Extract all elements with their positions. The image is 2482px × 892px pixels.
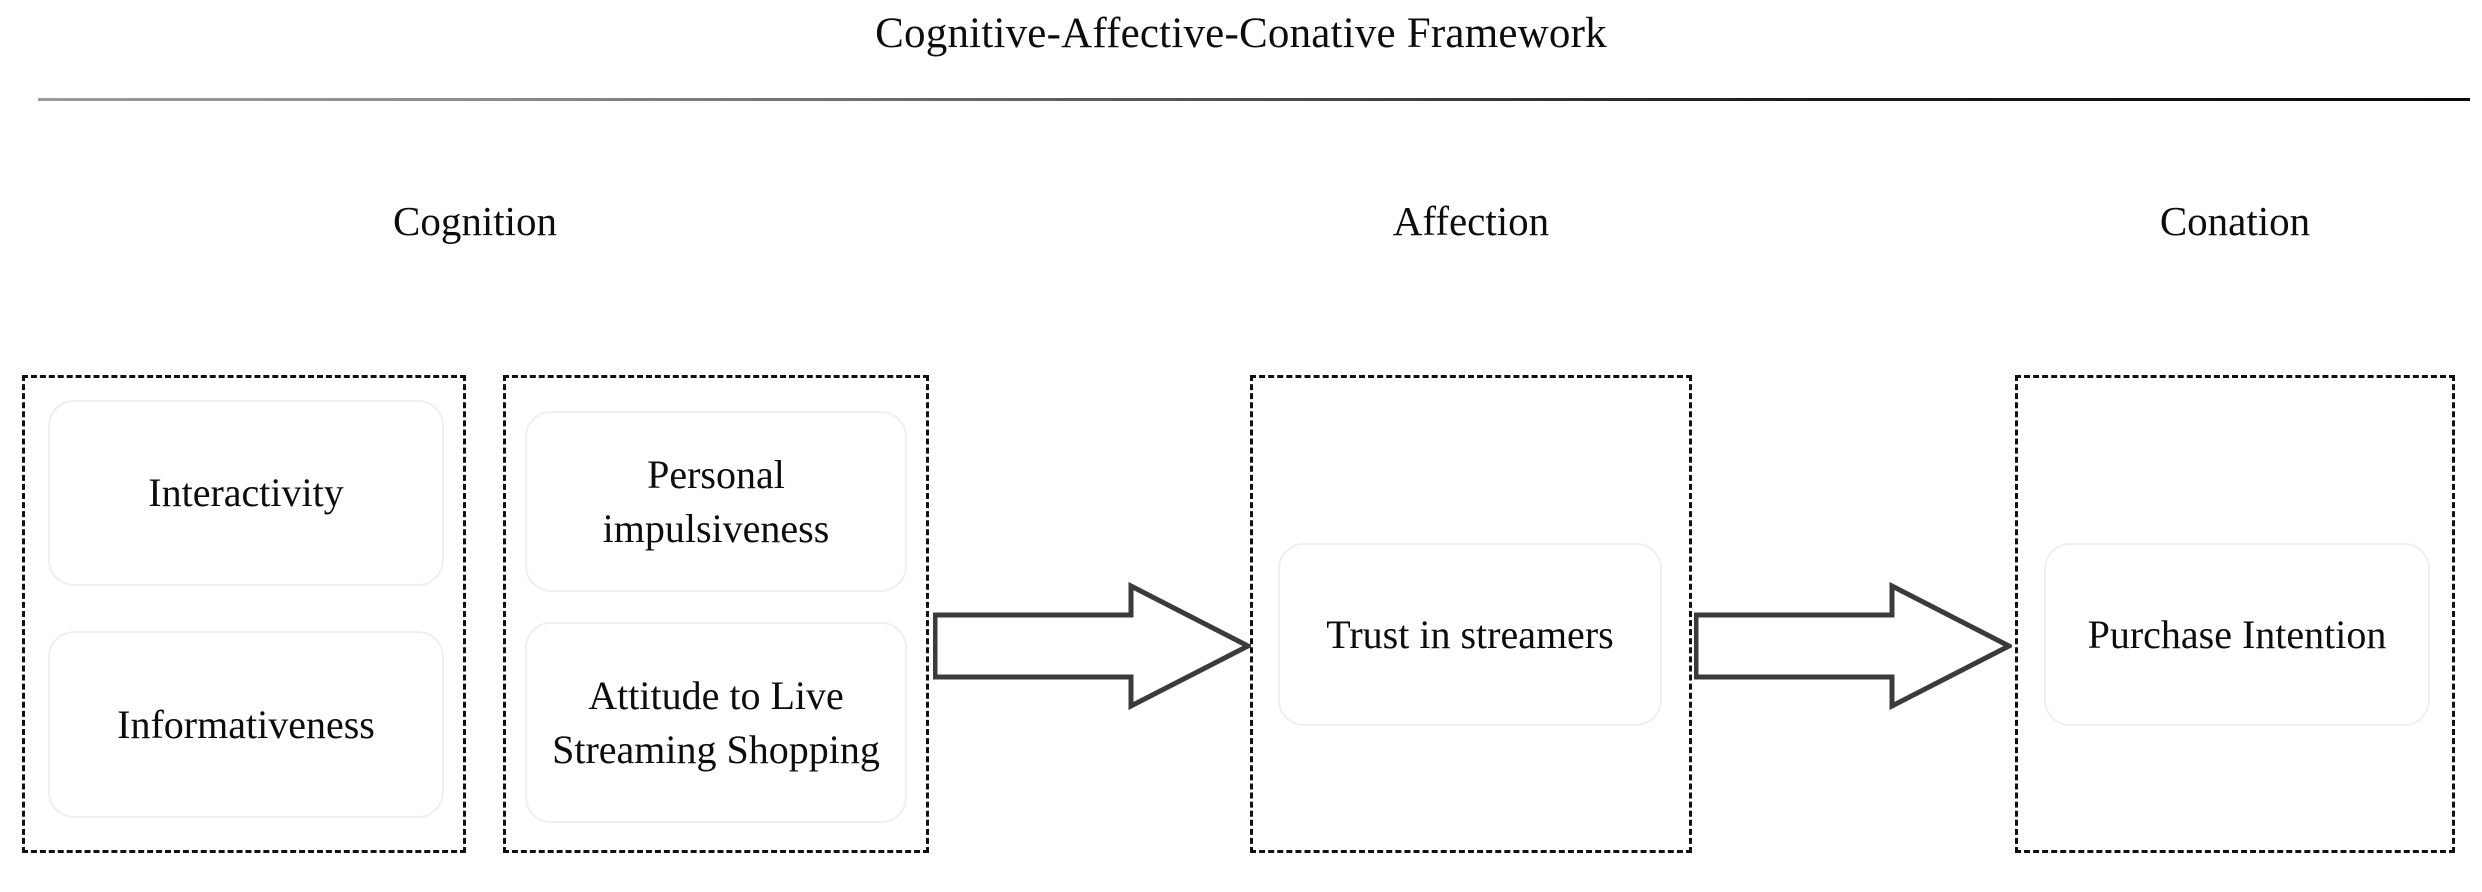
group-container-conation	[2015, 375, 2455, 853]
node-interactivity[interactable]: Interactivity	[48, 400, 444, 586]
node-personal-impulsiveness[interactable]: Personal impulsiveness	[525, 411, 907, 592]
node-attitude-to-live-streaming-shopping[interactable]: Attitude to Live Streaming Shopping	[525, 622, 907, 823]
arrow-right-icon-affection-to-conation	[1694, 582, 2012, 710]
stage-label-cognition: Cognition	[392, 198, 558, 244]
node-purchase-intention[interactable]: Purchase Intention	[2044, 543, 2430, 726]
stage-label-conation: Conation	[2159, 198, 2311, 244]
stage-label-affection: Affection	[1392, 198, 1550, 244]
arrow-right-icon	[933, 582, 1251, 710]
node-trust-in-streamers[interactable]: Trust in streamers	[1278, 543, 1662, 726]
arrow-right-icon	[1694, 582, 2012, 710]
node-informativeness[interactable]: Informativeness	[48, 631, 444, 818]
group-container-cognition-antecedents	[22, 375, 466, 853]
page-title: Cognitive-Affective-Conative Framework	[875, 10, 1607, 57]
title-divider	[38, 98, 2470, 101]
group-container-cognition-personal	[503, 375, 929, 853]
group-container-affection	[1250, 375, 1692, 853]
arrow-right-icon-cognition-to-affection	[933, 582, 1251, 710]
